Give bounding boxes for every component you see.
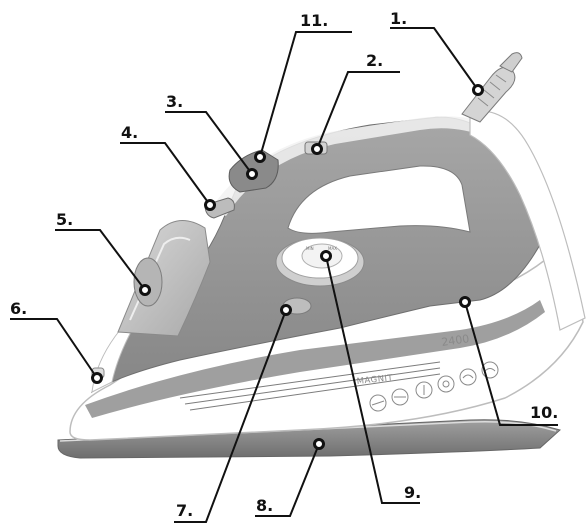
callout-6: 6.	[10, 299, 27, 318]
svg-text:MIN: MIN	[306, 246, 314, 251]
marker-5	[139, 284, 151, 296]
leader-3	[165, 111, 253, 175]
callout-7: 7.	[176, 501, 193, 520]
marker-3	[246, 168, 258, 180]
icon-2	[391, 388, 409, 406]
rear-cap	[469, 110, 586, 331]
leader-9	[325, 255, 420, 504]
cord-protector	[461, 52, 523, 123]
leader-1	[390, 27, 479, 91]
callout-5: 5.	[56, 210, 73, 229]
svg-text:MAX: MAX	[328, 246, 337, 251]
callout-leaders	[10, 27, 558, 523]
temperature-dial: MIN MAX	[275, 237, 365, 287]
icon-1	[369, 394, 387, 412]
callout-numbers: 1. 2. 3. 4. 5. 6. 7. 8. 9. 10. 11.	[10, 9, 558, 520]
leader-8	[255, 443, 320, 517]
marker-7	[280, 304, 292, 316]
handle-opening	[287, 165, 471, 234]
leader-11	[259, 31, 352, 158]
icon-4	[437, 375, 455, 393]
body-lower-band	[85, 300, 545, 418]
leader-10	[464, 301, 558, 426]
leader-6	[10, 318, 98, 379]
icon-5	[459, 368, 477, 386]
body-ribs	[179, 361, 441, 411]
marker-8	[313, 438, 325, 450]
marker-6	[91, 372, 103, 384]
marker-2	[311, 143, 323, 155]
callout-11: 11.	[300, 11, 328, 30]
callout-4: 4.	[121, 123, 138, 142]
callout-8: 8.	[256, 496, 273, 515]
marker-4	[204, 199, 216, 211]
soleplate	[57, 419, 561, 459]
leader-2	[316, 71, 400, 150]
icon-6	[481, 361, 499, 379]
control-icons	[369, 361, 499, 412]
water-tank	[117, 220, 211, 337]
brand-label: MAGNIT	[356, 373, 394, 387]
callout-9: 9.	[404, 483, 421, 502]
marker-10	[459, 296, 471, 308]
water-tank-highlight	[129, 236, 191, 321]
marker-9	[320, 250, 332, 262]
callout-10: 10.	[530, 403, 558, 422]
callout-1: 1.	[390, 9, 407, 28]
marker-11	[254, 151, 266, 163]
marker-1	[472, 84, 484, 96]
callout-3: 3.	[166, 92, 183, 111]
soleplate-edge	[59, 420, 557, 442]
leader-5	[55, 229, 146, 291]
power-label: 2400	[441, 332, 471, 349]
leader-7	[174, 309, 287, 523]
leader-4	[120, 142, 211, 206]
icon-3	[415, 381, 433, 399]
callout-2: 2.	[366, 51, 383, 70]
